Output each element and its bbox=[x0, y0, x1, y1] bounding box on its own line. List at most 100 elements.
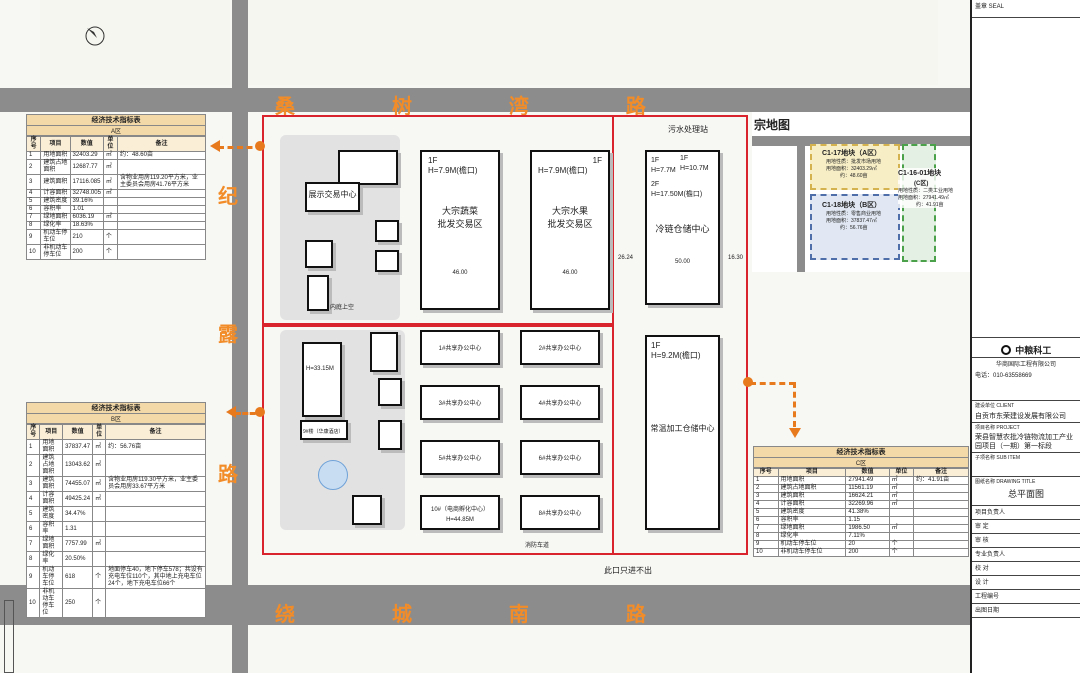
table_a-cell-6-3: ㎡ bbox=[102, 213, 118, 222]
table_b-cell-7-1: 绿化率 bbox=[39, 551, 64, 567]
cold-h1b: H=10.7M bbox=[680, 165, 709, 172]
table_a-cell-0-4: 约：48.60亩 bbox=[116, 151, 207, 160]
table_a-cell-4-3 bbox=[102, 197, 118, 206]
parcel-map-title: 宗地图 bbox=[754, 118, 791, 132]
table_c-cell-7-2: 7.11% bbox=[845, 532, 890, 541]
table_a-header-0: 序号 bbox=[25, 136, 42, 152]
office-grid: 1#共享办公中心 2#共享办公中心 3#共享办公中心 4#共享办公中心 5#共享… bbox=[420, 330, 610, 530]
table_a-cell-4-4 bbox=[116, 197, 207, 206]
seal-area bbox=[972, 18, 1080, 338]
fruit-name-2: 批发交易区 bbox=[547, 219, 593, 229]
table_b-cell-8-2: 618 bbox=[62, 566, 94, 589]
office-3: 3#共享办公中心 bbox=[420, 385, 500, 420]
table_a-cell-1-3: ㎡ bbox=[102, 159, 118, 175]
table_b-header-2: 数值 bbox=[62, 424, 94, 440]
normal-height: H=9.2M(檐口) bbox=[651, 351, 701, 360]
cold-name: 冷链仓储中心 bbox=[655, 224, 710, 234]
table_c-cell-8-3: 个 bbox=[888, 540, 915, 549]
table_a-cell-8-1: 机动车停车位 bbox=[40, 229, 71, 245]
table_a-cell-3-4 bbox=[116, 189, 207, 198]
table_b-cell-8-3: 个 bbox=[92, 566, 107, 589]
table_c-cell-4-2: 41.38% bbox=[845, 508, 890, 517]
cold-h1: H=7.7M bbox=[651, 167, 676, 174]
parcel-b-use: 用地性质：零售商业用地 bbox=[826, 211, 882, 217]
table_b-cell-9-3: 个 bbox=[92, 588, 107, 618]
table_a-cell-1-1: 建筑占地面积 bbox=[40, 159, 71, 175]
parcel-a-mu: 约：48.60亩 bbox=[840, 173, 868, 179]
table_a-cell-7-1: 绿化率 bbox=[40, 221, 71, 230]
green-block-n bbox=[248, 0, 938, 85]
table-b-sub: B区 bbox=[26, 414, 206, 424]
normal-floor: 1F bbox=[651, 341, 661, 350]
table_b-cell-6-1: 绿地面积 bbox=[39, 536, 64, 552]
bldg-a-small-2 bbox=[305, 240, 333, 268]
table_a-cell-4-0: 5 bbox=[25, 197, 42, 206]
table_a-cell-6-4 bbox=[116, 213, 207, 222]
table_b-header-0: 序号 bbox=[25, 424, 41, 440]
company-logo-icon bbox=[1000, 344, 1011, 355]
parcel-c-sub: (C区) bbox=[914, 181, 929, 187]
bldg-b-small-1 bbox=[370, 332, 398, 372]
table_b-header-4: 备注 bbox=[105, 424, 206, 440]
table_a-cell-2-3: ㎡ bbox=[102, 174, 118, 190]
table_c-cell-6-1: 绿地面积 bbox=[777, 524, 847, 533]
office-1: 1#共享办公中心 bbox=[420, 330, 500, 365]
table_a-cell-0-0: 1 bbox=[25, 151, 42, 160]
table_b-header-3: 单位 bbox=[92, 424, 107, 440]
table_a-header-2: 数值 bbox=[69, 136, 104, 152]
office-6: 6#共享办公中心 bbox=[520, 440, 600, 475]
road-west bbox=[232, 0, 248, 673]
table_c-cell-9-4 bbox=[913, 548, 969, 557]
table_c-cell-1-4 bbox=[913, 484, 969, 493]
table_a-cell-9-2: 200 bbox=[69, 244, 104, 260]
table_c-cell-6-2: 1986.50 bbox=[845, 524, 890, 533]
table_c-cell-6-4 bbox=[913, 524, 969, 533]
table_b-cell-1-3: ㎡ bbox=[92, 454, 107, 477]
bldg-veg: 1F H=7.9M(檐口) 大宗蔬菜 批发交易区 46.00 bbox=[420, 150, 500, 310]
road-north bbox=[0, 88, 970, 112]
table_b-cell-8-0: 9 bbox=[25, 566, 41, 589]
cold-f2: 2F bbox=[651, 181, 660, 188]
road-label-north: 桑 树 湾 路 bbox=[275, 94, 648, 118]
glass-dome bbox=[318, 460, 348, 490]
veg-floor: 1F bbox=[428, 156, 438, 165]
table_b-cell-6-4 bbox=[105, 536, 206, 552]
table_a-cell-6-0: 7 bbox=[25, 213, 42, 222]
drawing-label: 图纸名称 DRAWING TITLE bbox=[975, 479, 1036, 485]
table_b-header-1: 项目 bbox=[39, 424, 64, 440]
fruit-height: H=7.9M(檐口) bbox=[538, 166, 588, 175]
table_a-cell-8-3: 个 bbox=[102, 229, 118, 245]
table_a-cell-8-4 bbox=[116, 229, 207, 245]
table_a-cell-7-3 bbox=[102, 221, 118, 230]
arrow-dot-a bbox=[255, 141, 265, 151]
table_b-cell-2-1: 建筑面积 bbox=[39, 476, 64, 492]
title-block: 盖章 SEAL 中粮科工 华商国际工程有限公司 电话：010-63558669 … bbox=[970, 0, 1080, 673]
road-label-west-2: 露 bbox=[218, 322, 240, 346]
table_a-cell-5-4 bbox=[116, 205, 207, 214]
table_b-cell-2-3: ㎡ bbox=[92, 476, 107, 492]
table_c-cell-1-2: 11561.19 bbox=[845, 484, 890, 493]
parcel-c-label: C1-16-01地块 (C区) 用地性质：二类工业用地 用地面积：27941.4… bbox=[898, 168, 970, 208]
table_b-cell-4-2: 34.47% bbox=[62, 506, 94, 522]
exhibit-label: 展示交易中心 bbox=[308, 190, 357, 199]
cold-dim-2: 26.24 bbox=[618, 255, 634, 261]
table_a-cell-0-3: ㎡ bbox=[102, 151, 118, 160]
table_c-cell-2-3: ㎡ bbox=[888, 492, 915, 501]
table_b-cell-0-4: 约：56.76亩 bbox=[105, 439, 206, 455]
office-5: 5#共享办公中心 bbox=[420, 440, 500, 475]
table_b-cell-1-2: 13043.62 bbox=[62, 454, 94, 477]
table_a-cell-8-0: 9 bbox=[25, 229, 42, 245]
